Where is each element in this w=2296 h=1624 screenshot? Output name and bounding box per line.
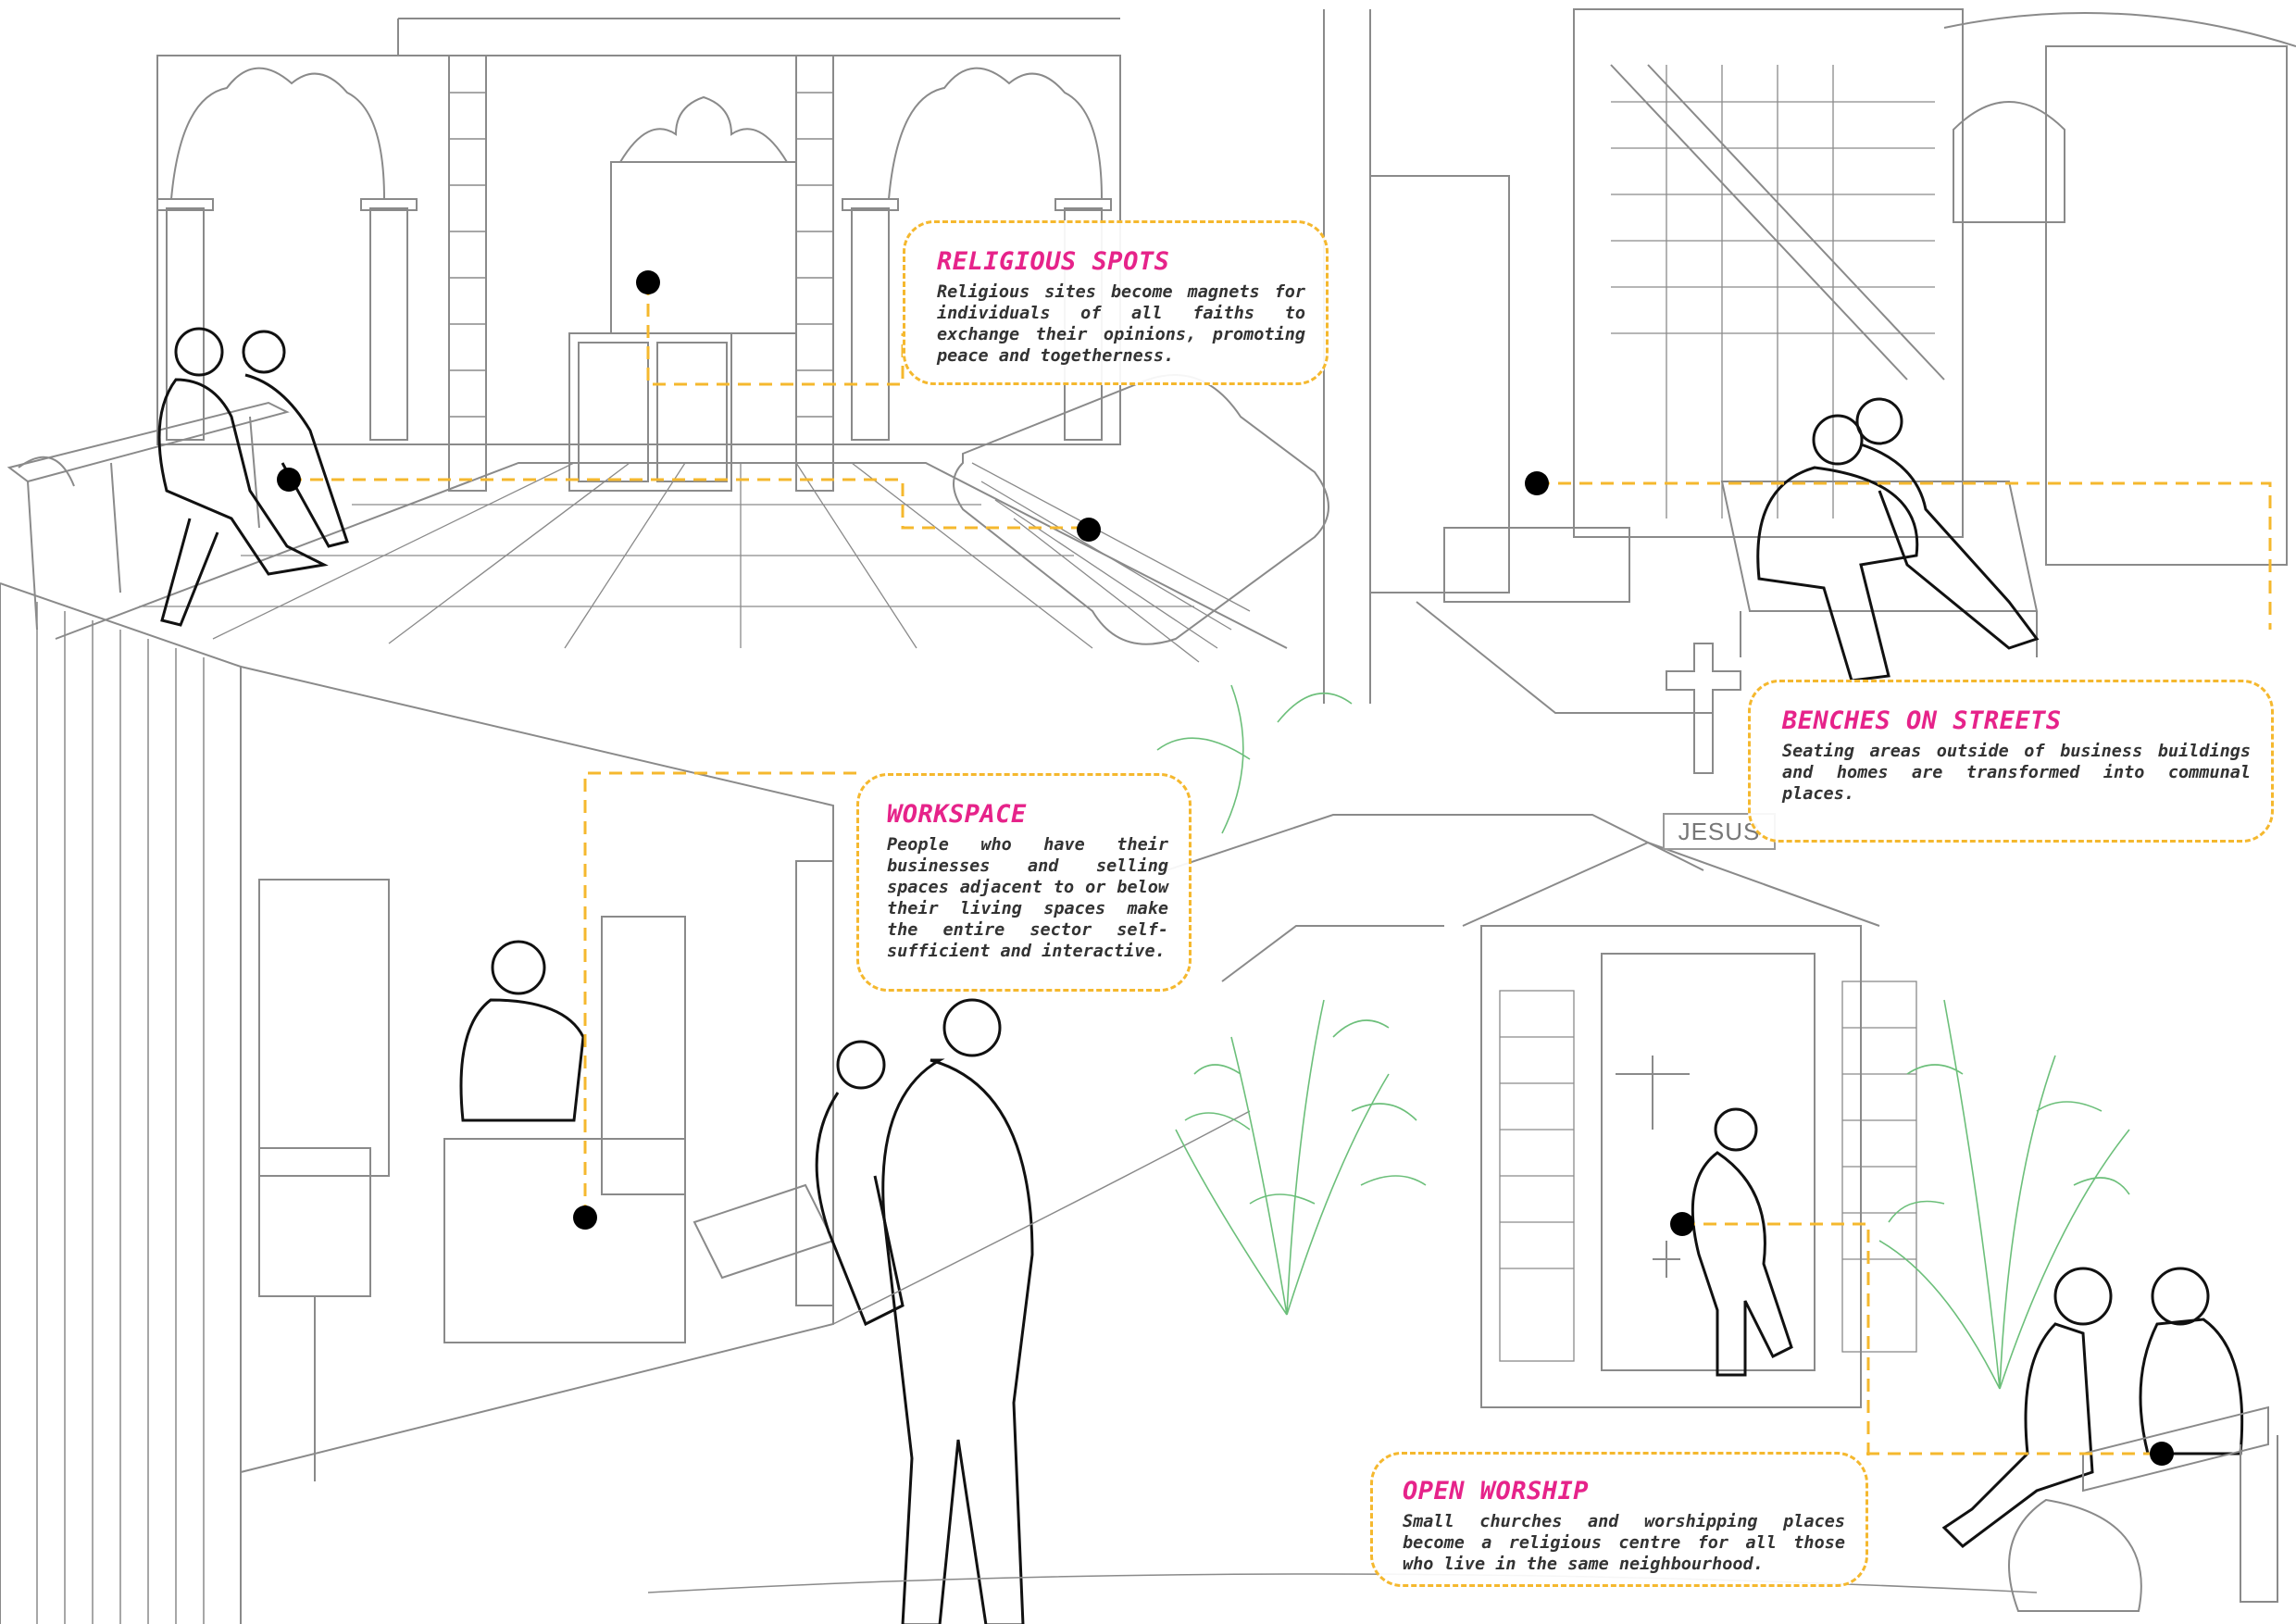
marker-church-bench — [2150, 1442, 2174, 1466]
leader-lines — [289, 282, 2272, 1455]
callout-text: Religious sites become magnets for indiv… — [937, 282, 1305, 366]
callout-title: OPEN WORSHIP — [1403, 1477, 1590, 1505]
workspace-sketch — [0, 582, 2038, 1624]
marker-temple-shrine — [636, 270, 660, 294]
marker-temple-bench-left — [277, 468, 301, 492]
callout-title: BENCHES ON STREETS — [1782, 706, 2062, 735]
street-stairs-sketch — [1323, 8, 2296, 714]
callout-religious-spots: RELIGIOUS SPOTS Religious sites become m… — [903, 220, 1329, 385]
marker-church-altar — [1670, 1212, 1694, 1236]
callout-title: WORKSPACE — [887, 800, 1027, 829]
callout-benches-on-streets: BENCHES ON STREETS Seating areas outside… — [1748, 680, 2274, 843]
callout-open-worship: OPEN WORSHIP Small churches and worshipp… — [1370, 1452, 1868, 1587]
vegetation — [1156, 684, 2130, 1390]
callout-text: People who have their businesses and sel… — [887, 835, 1168, 961]
callout-title: RELIGIOUS SPOTS — [937, 247, 1170, 276]
location-markers — [277, 270, 2174, 1466]
callout-workspace: WORKSPACE People who have their business… — [856, 773, 1192, 992]
marker-temple-bench-right — [1077, 518, 1101, 542]
marker-workspace — [573, 1206, 597, 1230]
temple-courtyard-sketch — [6, 18, 1329, 663]
marker-street-bench — [1525, 471, 1549, 495]
callout-text: Small churches and worshipping places be… — [1403, 1512, 1845, 1574]
church-sketch — [1166, 643, 2278, 1612]
callout-text: Seating areas outside of business buildi… — [1782, 742, 2251, 804]
